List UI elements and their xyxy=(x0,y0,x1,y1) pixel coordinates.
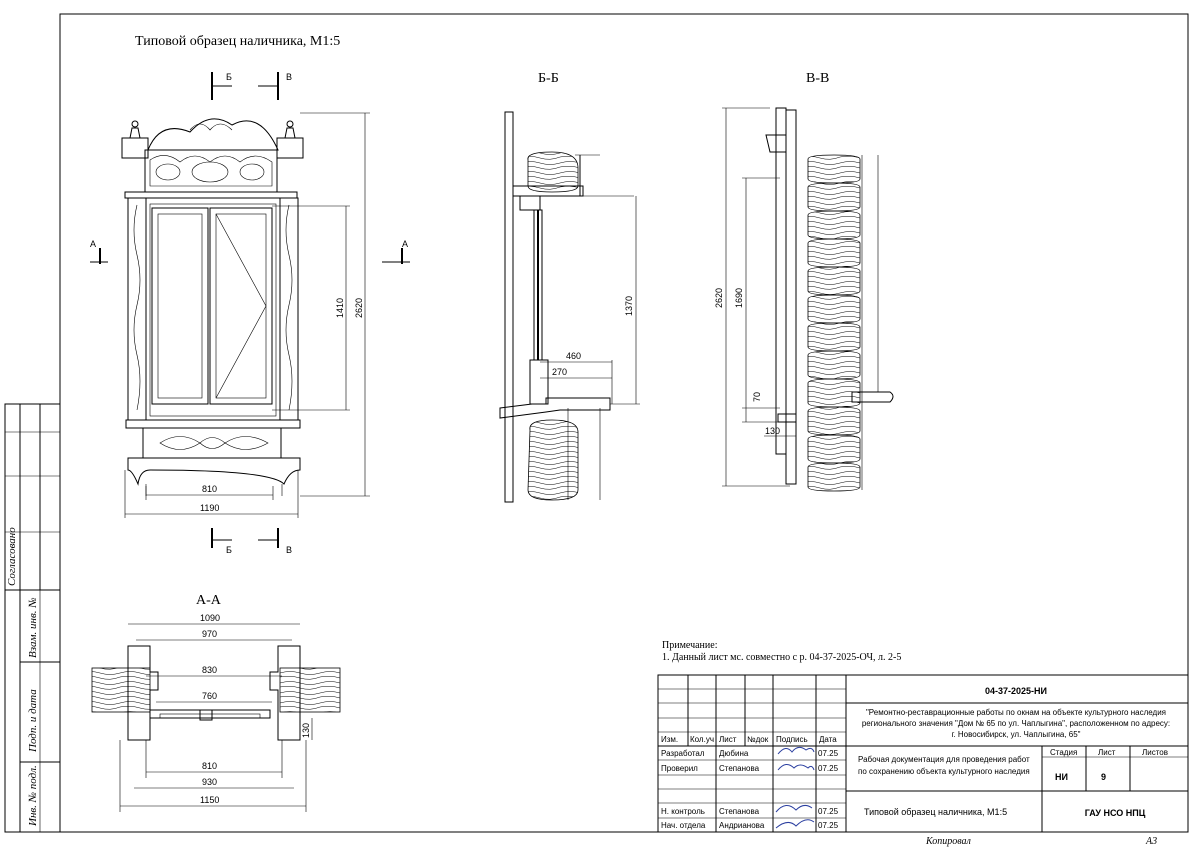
dim-aa-930: 930 xyxy=(202,777,217,787)
signature-4 xyxy=(775,819,815,829)
doc-code: 04-37-2025-НИ xyxy=(985,686,1047,696)
hdr-data: Дата xyxy=(819,735,837,744)
cut-label-a-left: А xyxy=(90,239,96,249)
hdr-list: Лист xyxy=(719,735,737,744)
wall-log xyxy=(807,154,861,184)
wall-log xyxy=(807,294,861,324)
section-bb-drawing xyxy=(499,111,640,503)
cut-label-b-bottom: Б xyxy=(226,545,232,555)
section-vv-drawing xyxy=(722,107,894,492)
dim-front-810: 810 xyxy=(202,484,217,494)
dim-aa-970: 970 xyxy=(202,629,217,639)
dim-vv-70: 70 xyxy=(752,392,762,402)
section-aa-drawing xyxy=(91,623,341,812)
name-norm-control: Степанова xyxy=(719,807,760,816)
main-view-title: Типовой образец наличника, М1:5 xyxy=(135,34,340,49)
name-checked: Степанова xyxy=(719,764,760,773)
wall-log xyxy=(807,210,861,240)
dim-front-1190: 1190 xyxy=(200,503,219,513)
wall-log xyxy=(807,266,861,296)
note-line1: 1. Данный лист мс. совместно с р. 04-37-… xyxy=(662,652,901,663)
dim-front-1410: 1410 xyxy=(335,298,345,318)
date-developed: 07.25 xyxy=(818,749,839,758)
wall-log xyxy=(807,378,861,408)
doc-desc-line2: по сохранению объекта культурного наслед… xyxy=(858,767,1030,776)
wall-log xyxy=(807,182,861,212)
left-strip-vzam: Взам. инв. № xyxy=(27,597,39,658)
dim-aa-760: 760 xyxy=(202,691,217,701)
dim-bb-1370: 1370 xyxy=(624,296,634,316)
sheets-label: Листов xyxy=(1142,748,1168,757)
hdr-kolych: Кол.уч xyxy=(690,735,714,744)
dim-aa-1090: 1090 xyxy=(200,613,220,623)
cut-label-v-bottom: В xyxy=(286,545,292,555)
role-checked: Проверил xyxy=(661,764,698,773)
date-head: 07.25 xyxy=(818,821,839,830)
dim-vv-1690: 1690 xyxy=(734,288,744,308)
sheet-value: 9 xyxy=(1101,772,1106,782)
left-strip-podp: Подп. и дата xyxy=(27,689,39,753)
dim-bb-460: 460 xyxy=(566,351,581,361)
project-line2: регионального значения "Дом № 65 по ул. … xyxy=(862,719,1170,728)
wall-log xyxy=(807,322,861,352)
project-line1: "Ремонтно-реставрационные работы по окна… xyxy=(866,708,1166,717)
dim-front-2620: 2620 xyxy=(354,298,364,318)
doc-desc-line1: Рабочая документация для проведения рабо… xyxy=(858,755,1030,764)
name-developed: Дюбина xyxy=(719,749,749,758)
name-head: Андрианова xyxy=(719,821,765,830)
left-strip-inv: Инв. № подл. xyxy=(27,765,39,827)
signature-1 xyxy=(777,746,815,755)
format-label: А3 xyxy=(1145,836,1157,847)
sheet-label: Лист xyxy=(1098,748,1116,757)
date-checked: 07.25 xyxy=(818,764,839,773)
cut-label-b-top: Б xyxy=(226,72,232,82)
dim-aa-1150: 1150 xyxy=(200,795,219,805)
role-developed: Разработал xyxy=(661,749,705,758)
title-block-grid xyxy=(657,674,1189,833)
copied-label: Копировал xyxy=(925,836,972,847)
wall-log xyxy=(807,238,861,268)
wall-log xyxy=(807,434,861,464)
wall-log xyxy=(807,406,861,436)
date-norm-control: 07.25 xyxy=(818,807,839,816)
sheet-title: Типовой образец наличника, М1:5 xyxy=(864,807,1007,817)
wall-log xyxy=(807,350,861,380)
stage-label: Стадия xyxy=(1050,748,1077,757)
hdr-ndok: №док xyxy=(747,735,769,744)
dim-aa-130: 130 xyxy=(301,723,311,738)
stage-value: НИ xyxy=(1055,772,1068,782)
cut-label-a-right: А xyxy=(402,239,408,249)
role-norm-control: Н. контроль xyxy=(661,807,705,816)
signature-2 xyxy=(777,764,815,771)
signature-3 xyxy=(775,804,813,813)
dim-bb-270: 270 xyxy=(552,367,567,377)
note-heading: Примечание: xyxy=(662,640,717,651)
project-line3: г. Новосибирск, ул. Чаплыгина, 65" xyxy=(951,730,1080,739)
section-vv-title: В-В xyxy=(806,71,829,86)
left-strip-agreed: Согласовано xyxy=(6,527,18,586)
hdr-izm: Изм. xyxy=(661,735,678,744)
role-head: Нач. отдела xyxy=(661,821,706,830)
dim-aa-810: 810 xyxy=(202,761,217,771)
wall-log xyxy=(807,462,861,492)
hdr-podpis: Подпись xyxy=(776,735,808,744)
dim-aa-830: 830 xyxy=(202,665,217,675)
organization: ГАУ НСО НПЦ xyxy=(1085,808,1146,818)
cut-label-v-top: В xyxy=(286,72,292,82)
dim-vv-2620: 2620 xyxy=(714,288,724,308)
dim-vv-130: 130 xyxy=(765,426,780,436)
section-aa-title: А-А xyxy=(196,593,222,608)
front-view-drawing xyxy=(90,72,410,548)
sheet-frame xyxy=(4,13,1189,833)
section-bb-title: Б-Б xyxy=(538,71,559,86)
